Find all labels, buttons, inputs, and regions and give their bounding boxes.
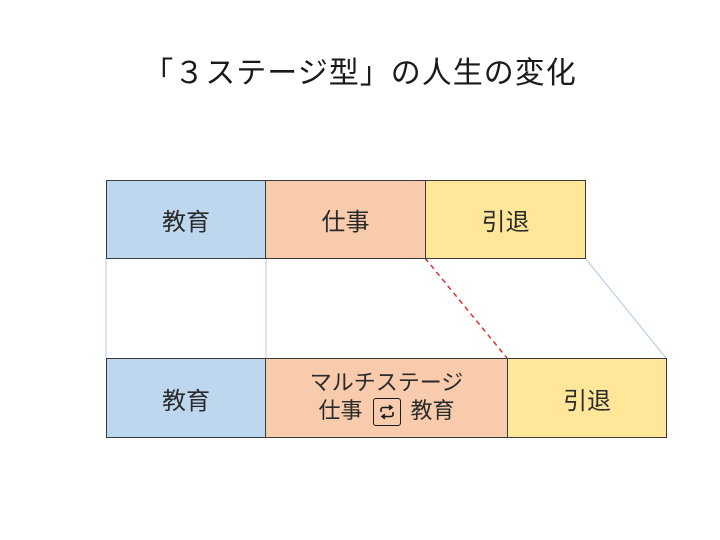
top-education-box: 教育 [106,180,266,259]
bottom-education-label: 教育 [162,386,210,415]
bottom-education-2-label: 教育 [410,399,455,424]
bottom-work-label: 仕事 [318,399,363,424]
bottom-multistage-box: マルチステージ 仕事 教育 [265,358,508,438]
bottom-education-box: 教育 [106,358,266,438]
connector-right-line [584,257,667,359]
multi-stage-label: マルチステージ [309,371,464,397]
top-work-box: 仕事 [265,180,426,259]
bottom-retirement-box: 引退 [507,358,667,438]
connector-dashed-line [424,257,508,359]
top-education-label: 教育 [162,208,210,236]
top-retirement-label: 引退 [481,208,530,236]
work-education-cycle: 仕事 教育 [318,397,455,426]
page-title: 「３ステージ型」の人生の変化 [143,56,577,91]
cycle-arrows-icon [372,397,401,426]
top-work-label: 仕事 [321,208,370,236]
top-retirement-box: 引退 [425,180,586,259]
bottom-retirement-label: 引退 [563,386,611,415]
